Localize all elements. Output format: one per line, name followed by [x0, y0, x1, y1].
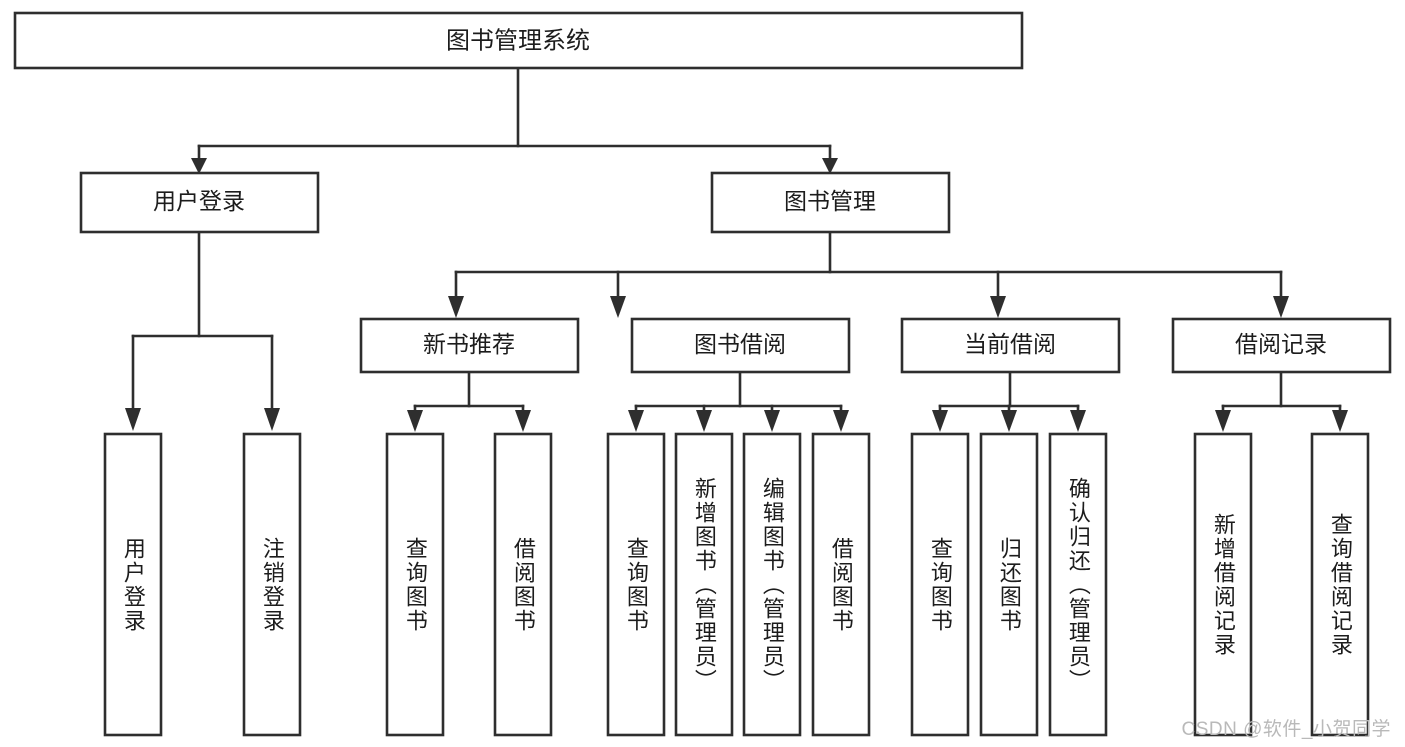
node-book-borrow-label: 图书借阅: [694, 331, 786, 357]
edges-book-manage-to-level3: [448, 230, 1289, 318]
arrow-leaf-cb-1: [932, 410, 948, 432]
arrow-to-new-book-rec: [448, 296, 464, 318]
leaf-box-br-2[interactable]: [1310, 432, 1370, 737]
arrow-to-current-borrow: [990, 296, 1006, 318]
node-root-label: 图书管理系统: [446, 27, 590, 54]
arrow-leaf-bb-1: [628, 410, 644, 432]
leaf-box-nbr-1[interactable]: [385, 432, 445, 737]
node-root-box[interactable]: [13, 11, 1024, 70]
leaf-boxes-new-book-rec: [385, 432, 553, 737]
node-current-borrow[interactable]: 当前借阅: [900, 317, 1121, 374]
edges-new-book-rec-to-leaves: [407, 370, 531, 432]
arrow-leaf-br-1: [1215, 410, 1231, 432]
leaf-boxes-borrow-record: [1193, 432, 1370, 737]
node-book-manage[interactable]: 图书管理: [710, 171, 951, 234]
node-user-login-label: 用户登录: [153, 188, 245, 214]
arrow-to-book-manage: [822, 158, 838, 174]
leaf-box-nbr-2[interactable]: [493, 432, 553, 737]
node-borrow-record[interactable]: 借阅记录: [1171, 317, 1392, 374]
arrow-leaf-br-2: [1332, 410, 1348, 432]
arrow-to-book-borrow: [610, 296, 626, 318]
arrow-to-borrow-record: [1273, 296, 1289, 318]
leaf-box-cb-2[interactable]: [979, 432, 1039, 737]
node-new-book-rec[interactable]: 新书推荐: [359, 317, 580, 374]
arrow-leaf-user-login-2: [264, 408, 280, 431]
node-borrow-record-box[interactable]: [1171, 317, 1392, 374]
leaf-boxes-user-login: [103, 432, 302, 737]
edges-user-login-to-leaves: [125, 230, 280, 431]
arrow-leaf-cb-3: [1070, 410, 1086, 432]
node-user-login-box[interactable]: [79, 171, 320, 234]
arrow-leaf-bb-4: [833, 410, 849, 432]
node-book-borrow[interactable]: 图书借阅: [630, 317, 851, 374]
arrow-leaf-bb-3: [764, 410, 780, 432]
leaf-box-user-login-1[interactable]: [103, 432, 163, 737]
node-new-book-rec-box[interactable]: [359, 317, 580, 374]
leaf-box-cb-1[interactable]: [910, 432, 970, 737]
leaf-box-br-1[interactable]: [1193, 432, 1253, 737]
edges-root-to-level2: [191, 66, 838, 174]
node-new-book-rec-label: 新书推荐: [423, 331, 515, 357]
node-user-login[interactable]: 用户登录: [79, 171, 320, 234]
leaf-box-cb-3[interactable]: [1048, 432, 1108, 737]
node-root[interactable]: 图书管理系统: [13, 11, 1024, 70]
arrow-leaf-nbr-2: [515, 410, 531, 432]
leaf-box-user-login-2[interactable]: [242, 432, 302, 737]
arrow-leaf-cb-2: [1001, 410, 1017, 432]
node-book-manage-box[interactable]: [710, 171, 951, 234]
node-current-borrow-label: 当前借阅: [964, 331, 1056, 357]
arrow-leaf-nbr-1: [407, 410, 423, 432]
leaf-boxes-book-borrow: [606, 432, 871, 737]
arrow-to-user-login: [191, 158, 207, 174]
leaf-boxes-current-borrow: [910, 432, 1108, 737]
edges-borrow-record-to-leaves: [1215, 370, 1348, 432]
leaf-box-bb-4[interactable]: [811, 432, 871, 737]
arrow-leaf-bb-2: [696, 410, 712, 432]
node-book-manage-label: 图书管理: [784, 188, 876, 214]
node-borrow-record-label: 借阅记录: [1235, 331, 1327, 357]
node-current-borrow-box[interactable]: [900, 317, 1121, 374]
edges-book-borrow-to-leaves: [628, 370, 849, 432]
edges-current-borrow-to-leaves: [932, 370, 1086, 432]
leaf-box-bb-2[interactable]: [674, 432, 734, 737]
arrow-leaf-user-login-1: [125, 408, 141, 431]
leaf-box-bb-3[interactable]: [742, 432, 802, 737]
watermark-text: CSDN @软件_小贺同学: [1181, 719, 1391, 740]
leaf-box-bb-1[interactable]: [606, 432, 666, 737]
node-book-borrow-box[interactable]: [630, 317, 851, 374]
